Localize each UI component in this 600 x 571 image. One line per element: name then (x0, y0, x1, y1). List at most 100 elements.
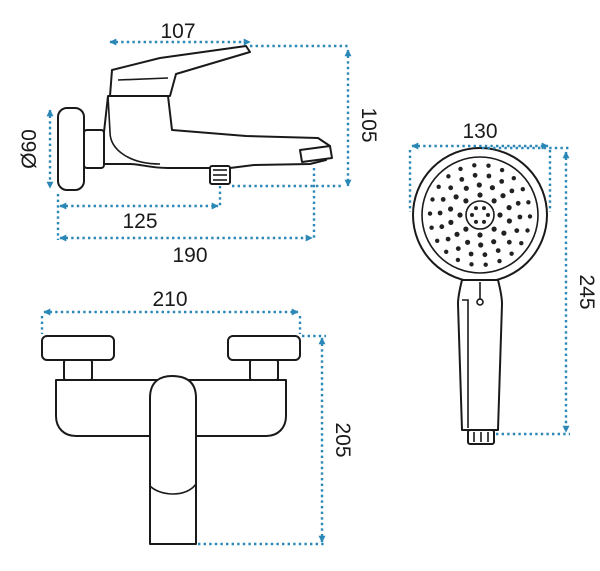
nozzle-hole (491, 198, 497, 204)
nozzle-hole (469, 262, 474, 267)
dim-diameter: Ø60 (18, 129, 41, 169)
mixer-cartridge (107, 95, 161, 165)
front-view: 210 205 (40, 288, 354, 546)
nozzle-hole (506, 218, 512, 224)
nozzle-hole (459, 177, 465, 182)
nozzle-hole (499, 179, 505, 184)
spout-tip (299, 145, 333, 163)
nozzle-hole (455, 257, 461, 263)
side-view: 107 105 Ø60 125 190 (18, 20, 380, 267)
nozzle-hole (511, 176, 516, 181)
nozzle-hole (514, 228, 520, 234)
nozzle-hole (497, 212, 503, 218)
faucet-body (103, 95, 331, 169)
nozzle-hole (489, 185, 495, 191)
nozzle-hole (463, 226, 469, 232)
nozzle-hole (520, 187, 525, 192)
nozzle-hole (474, 219, 478, 224)
nozzle-hole (486, 213, 490, 217)
wall-flange (57, 107, 85, 191)
nozzle-hole (499, 167, 505, 173)
nozzle-hole (509, 188, 515, 194)
nozzle-hole (430, 197, 435, 202)
nozzle-hole (453, 194, 459, 200)
nozzle-hole (491, 239, 497, 245)
nozzle-hole (474, 206, 478, 211)
nozzle-hole (446, 174, 451, 179)
nozzle-hole (468, 251, 474, 257)
nozzle-hole (448, 219, 454, 225)
shower-clip-dot (476, 298, 484, 306)
nozzle-hole (491, 226, 497, 232)
nozzle-hole (501, 230, 507, 236)
front-right-flange (227, 335, 301, 361)
nozzle-hole (444, 249, 449, 254)
shower-handle (457, 279, 503, 431)
dim-outlet-reach: 125 (122, 210, 157, 233)
shower-nozzles (427, 163, 533, 267)
dim-front-width: 210 (152, 288, 187, 311)
nozzle-hole (517, 214, 523, 220)
dim-total-length: 190 (172, 244, 207, 267)
handle-edge (117, 77, 169, 81)
front-left-nut (63, 359, 93, 381)
nozzle-hole (477, 192, 483, 198)
nozzle-hole (476, 182, 482, 188)
nozzle-hole (495, 248, 501, 254)
nozzle-hole (454, 231, 460, 237)
lever-handle (109, 45, 251, 97)
nozzle-hole (458, 166, 463, 172)
nozzle-hole (455, 246, 461, 252)
nozzle-hole (457, 212, 463, 218)
nozzle-hole (483, 262, 488, 267)
shower-head-inner (421, 156, 539, 274)
dim-shower-length: 245 (575, 274, 598, 309)
nozzle-hole (470, 213, 474, 217)
nozzle-hole (439, 224, 445, 230)
nozzle-hole (509, 251, 514, 256)
nozzle-hole (519, 241, 524, 246)
nozzle-hole (526, 200, 531, 205)
nozzle-hole (448, 185, 454, 191)
nozzle-hole (448, 206, 454, 212)
nozzle-hole (500, 193, 506, 199)
hand-shower: 130 245 (408, 120, 598, 445)
nozzle-hole (506, 205, 512, 211)
nozzle-hole (463, 198, 469, 204)
nozzle-hole (472, 172, 478, 178)
nozzle-hole (445, 236, 451, 242)
nozzle-hole (525, 228, 530, 233)
shower-handle-edge (462, 299, 469, 428)
nozzle-hole (497, 258, 502, 264)
front-mixer (149, 375, 197, 545)
nozzle-hole (437, 210, 443, 216)
nozzle-hole (482, 252, 488, 258)
shower-head-center-ring (465, 200, 495, 230)
nozzle-hole (515, 200, 521, 206)
nozzle-hole (477, 232, 483, 238)
dim-front-height: 205 (331, 422, 354, 457)
nozzle-hole (427, 211, 433, 216)
nozzle-hole (465, 239, 471, 245)
nozzle-hole (440, 197, 446, 202)
nozzle-hole (506, 239, 512, 245)
nozzle-hole (486, 163, 491, 168)
nozzle-hole (436, 184, 441, 189)
nozzle-hole (472, 163, 477, 168)
front-left-flange (41, 335, 115, 361)
nozzle-hole (429, 225, 434, 230)
nozzle-hole (482, 206, 486, 211)
front-right-nut (249, 359, 279, 381)
shower-head-outer (412, 147, 548, 283)
nozzle-hole (435, 238, 440, 243)
dim-handle-length: 107 (160, 20, 195, 43)
nozzle-hole (486, 173, 492, 179)
nozzle-hole (482, 219, 486, 224)
flange-nut (83, 129, 105, 169)
dim-head-diameter: 130 (462, 120, 497, 143)
nozzle-hole (478, 242, 484, 248)
nozzle-hole (527, 214, 533, 219)
dim-height: 105 (357, 107, 380, 142)
nozzle-hole (463, 185, 469, 191)
